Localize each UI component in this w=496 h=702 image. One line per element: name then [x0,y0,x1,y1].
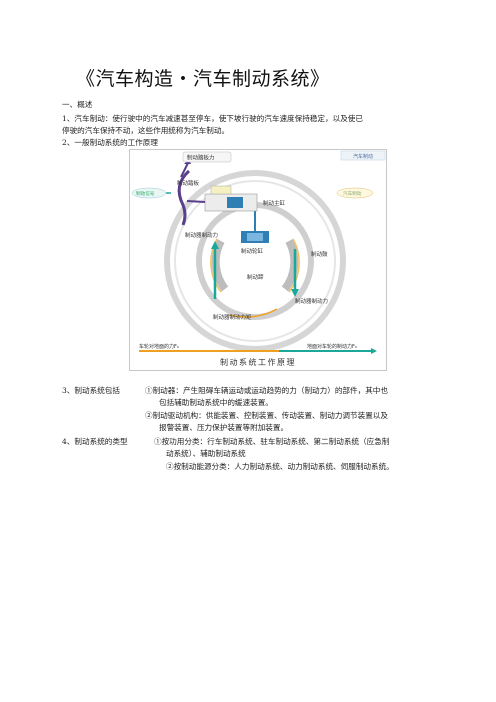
section-label-components: 3、制动系统包括 [62,386,120,395]
section-heading-overview: 一、概述 [62,100,93,109]
label-brake-signal: 制动信号 [136,190,155,197]
label-brake-force-right: 制动器制动力 [295,297,328,305]
label-road-force: 车轮对地面的力F₀ [139,343,179,350]
label-brake-drum: 制动鼓 [311,250,328,258]
callout-vehicle-braking [336,187,374,199]
label-pedal-force: 制动踏板力 [187,154,215,162]
section-label-types: 4、制动系统的类型 [62,437,128,446]
section-heading-principle: 2、一般制动系统的工作原理 [62,138,158,147]
brake-system-diagram: 汽车制动 [129,149,387,371]
torque-arrow [228,308,278,318]
paragraph-line: ①按功用分类：行车制动系统、驻车制动系统、第二制动系统（应急制 [154,437,390,446]
fluid-reservoir [210,185,232,195]
paragraph-line: ①制动器：产生阻碍车辆运动或运动趋势的力（制动力）的部件，其中也 [145,386,388,395]
label-wheel-cylinder: 制动轮缸 [241,247,264,255]
paragraph-line: 包括辅助制动系统中的缓速装置。 [159,398,273,407]
ground-force-arrowhead [371,348,377,354]
paragraph-line: 停驶的汽车保持不动，这些作用统称为汽车制动。 [62,126,230,135]
label-brake-torque: 制动器制动力矩 [213,313,252,321]
paragraph-line: 报警装置、压力保护装置等附加装置。 [159,423,289,432]
label-ground-force: 地面对车轮的制动力F₀ [307,343,357,350]
master-cylinder-piston [227,197,243,208]
callout-brake-signal [131,187,167,199]
wheel-outer-ring [164,170,346,352]
brake-pedal [177,169,191,226]
corner-tag [340,150,386,161]
corner-tag-label: 汽车制动 [353,153,373,160]
paragraph-line: 动系统）、辅助制动系统 [166,449,246,458]
diagram-caption: 制动系统工作原理 [220,357,296,367]
label-vehicle-braking: 汽车制动 [343,190,362,197]
callout-pedal-force [182,151,232,163]
label-brake-force-top: 制动器制动力 [185,231,218,239]
wheel-cylinder-piston [247,233,263,241]
pedal-push-rod [186,200,206,203]
paragraph-line: 1、汽车制动：使行驶中的汽车减速甚至停车，使下坡行驶的汽车速度保持稳定，以及使已 [62,114,363,123]
document-title: 《汽车构造・汽车制动系统》 [76,68,330,90]
label-master-cylinder: 制动主缸 [263,199,286,207]
down-force-arrowhead [291,289,299,297]
brake-lining-right [288,238,300,293]
paragraph-line: ②制动驱动机构：供能装置、控制装置、传动装置、制动力调节装置以及 [145,411,388,420]
wheel-inner-ring [174,180,336,342]
label-brake-shoe: 制动蹄 [247,273,264,281]
paragraph-line: ②按制动能源分类：人力制动系统、动力制动系统、伺服制动系统。 [166,462,394,471]
label-brake-pedal: 制动踏板 [177,179,200,187]
diagram-svg: 汽车制动 [129,149,387,371]
up-force-arrowhead [211,241,219,249]
